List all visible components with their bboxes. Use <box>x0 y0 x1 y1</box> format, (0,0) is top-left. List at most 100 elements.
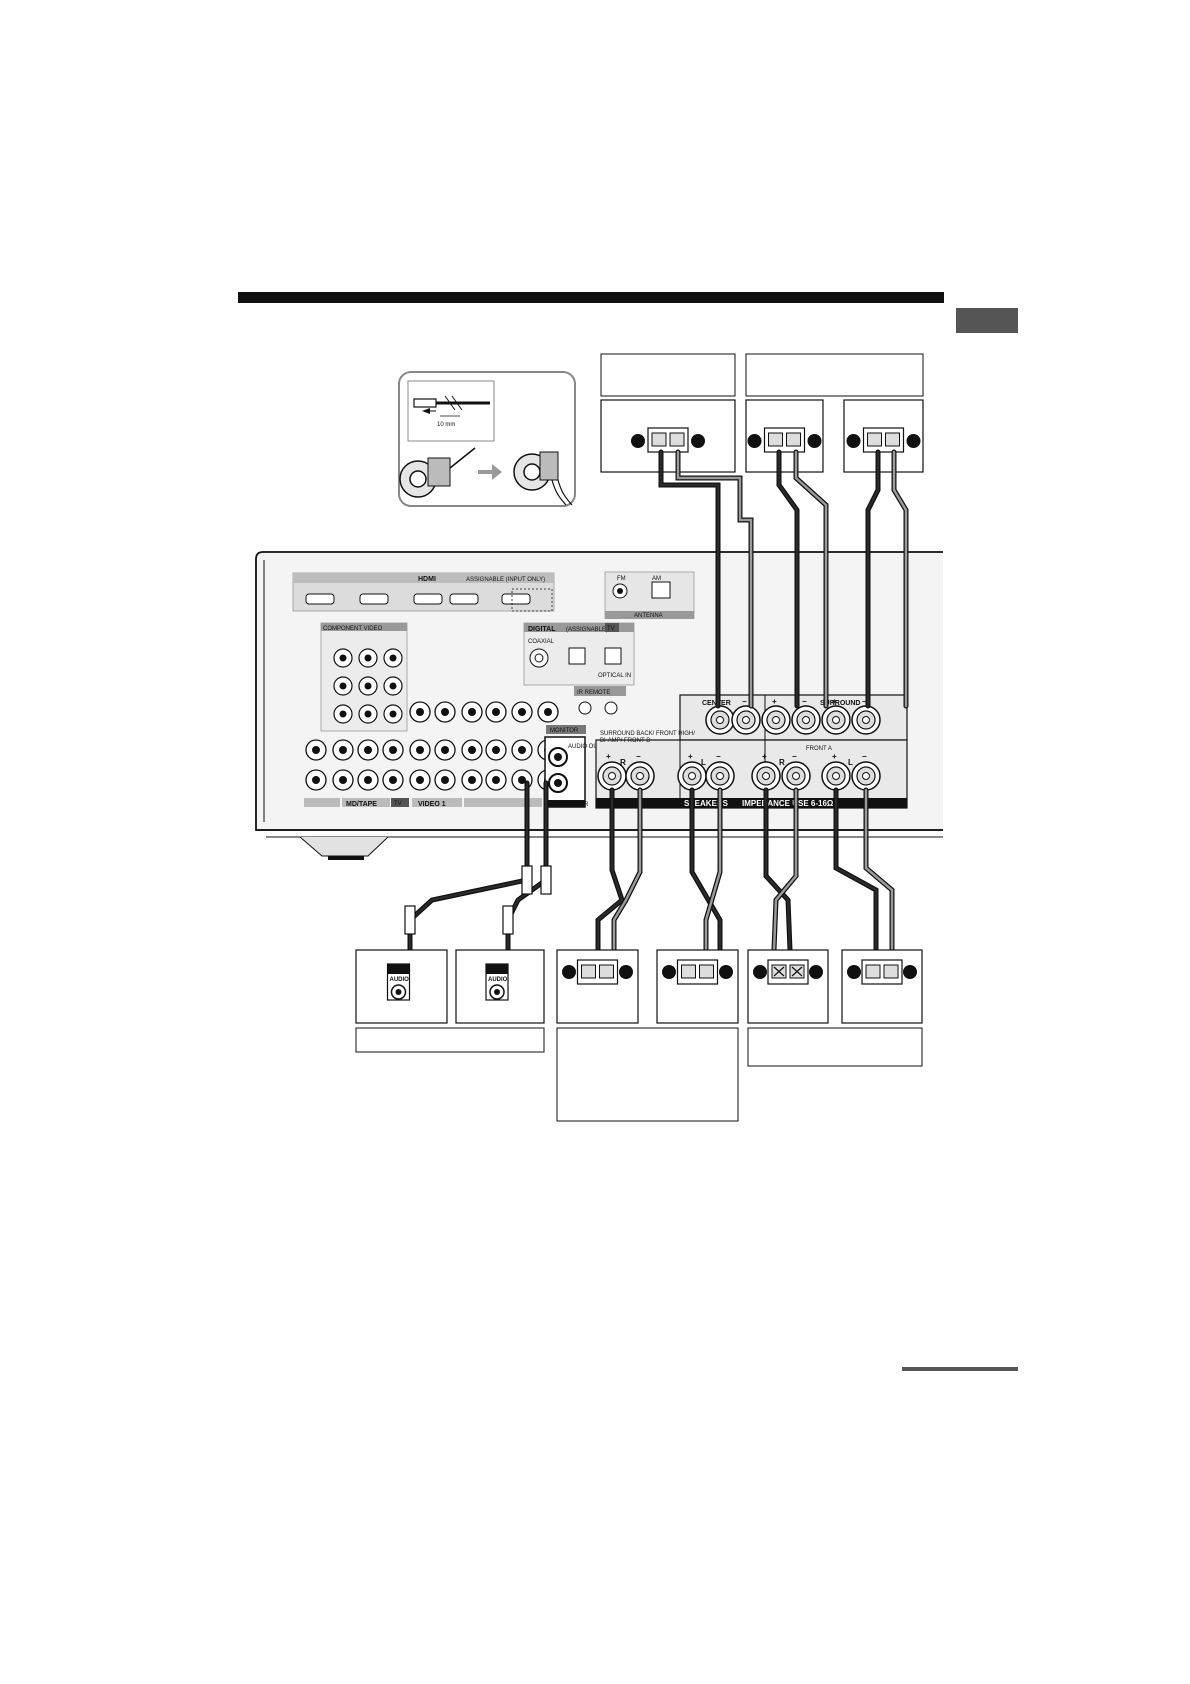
speaker-terminal-hole-3 <box>772 716 780 724</box>
caption-box-top-right <box>745 353 924 397</box>
surround-right-speaker-terminal-right[interactable] <box>786 432 801 447</box>
rca-plug-4 <box>502 905 514 935</box>
subwoofer-2-input-label: INPUT <box>488 968 506 974</box>
subwoofer-1-input-jack-pin <box>395 989 402 995</box>
polarity-sign-10: + <box>762 752 767 761</box>
center-speaker-terminal-right[interactable] <box>669 432 685 447</box>
polarity-sign-7: − <box>636 752 641 761</box>
surround-right-speaker-terminal-left[interactable] <box>768 432 783 447</box>
surround-back-left-speaker-minus-sign: − <box>665 967 671 979</box>
coaxial-label: COAXIAL <box>528 639 555 645</box>
front-right-speaker-minus-icon <box>753 965 767 979</box>
polarity-sign-16: R <box>779 758 785 767</box>
polarity-sign-14: R <box>620 758 626 767</box>
rca-jack-pin-1-1 <box>339 776 347 784</box>
polarity-sign-12: + <box>832 752 837 761</box>
md-tape-label: MD/TAPE <box>346 801 377 808</box>
surround-right-speaker-minus-icon <box>747 434 762 448</box>
component-jack-pin-0-0 <box>339 654 347 662</box>
speakers-label: SPEAKERS <box>684 799 729 808</box>
front-left-speaker: −+ <box>841 949 923 1024</box>
rca-jack-pin-5-0 <box>441 746 449 754</box>
polarity-sign-15: L <box>701 758 706 767</box>
hdmi-port-1[interactable] <box>305 593 335 605</box>
component-video-jacks <box>333 648 403 724</box>
subwoofer-1-audio-label: AUDIO <box>390 977 410 983</box>
component-jack-pin-2-1 <box>389 682 397 690</box>
video-jack-pin-2 <box>468 708 476 716</box>
video-jack-pin-5 <box>544 708 552 716</box>
front-left-speaker-minus-sign: − <box>850 967 856 979</box>
speaker-terminal-hole-13 <box>832 772 840 780</box>
speaker-terminal-hole-5 <box>832 716 840 724</box>
front-left-speaker-terminal-right[interactable] <box>883 964 899 979</box>
hdmi-port-3[interactable] <box>413 593 443 605</box>
cable-surround-r-minus <box>777 450 799 708</box>
optical-jack-2[interactable] <box>604 647 622 665</box>
surround-back-left-speaker-terminal-left[interactable] <box>681 964 696 979</box>
center-speaker-terminal-left[interactable] <box>651 432 667 447</box>
antenna-label: ANTENNA <box>634 613 663 619</box>
cable-front-l-plus <box>834 788 878 952</box>
surround-left-speaker: −+ <box>843 399 924 473</box>
strip-inset: 10 mm <box>398 371 576 507</box>
subwoofer-label: SUBWOOFER <box>549 802 589 808</box>
caption-box-subwoofer <box>355 1027 545 1053</box>
speaker-terminal-hole-7 <box>608 772 616 780</box>
front-left-speaker-terminal-left[interactable] <box>865 964 881 979</box>
surround-label: SURROUND <box>820 700 860 707</box>
surround-back-left-speaker-terminal-right[interactable] <box>699 964 714 979</box>
receiver-rear-panel: HDMI ASSIGNABLE (INPUT ONLY) ANTENNA FM … <box>255 551 943 860</box>
cable-surround-l-minus <box>866 450 880 708</box>
front-right-speaker-minus-sign: − <box>756 967 762 979</box>
continued-rule <box>902 1367 1018 1371</box>
top-speakers: −+−+−+ <box>600 399 924 473</box>
front-right-speaker-plus-sign: + <box>812 967 818 979</box>
cable-surround-l-plus <box>892 450 908 708</box>
surround-back-left-speaker-plus-icon <box>719 965 733 979</box>
ir-remote-jack-2[interactable] <box>604 701 618 715</box>
rca-jack-pin-4-1 <box>416 776 424 784</box>
component-jack-pin-1-0 <box>364 654 372 662</box>
surround-back-right-speaker-terminal-left[interactable] <box>581 964 596 979</box>
speaker-terminal-hole-6 <box>862 716 870 724</box>
polarity-sign-5: − <box>862 697 867 706</box>
subwoofer-1-input-label: INPUT <box>390 968 408 974</box>
rca-jack-pin-3-0 <box>389 746 397 754</box>
rca-jack-pin-7-1 <box>492 776 500 784</box>
component-jack-pin-0-1 <box>339 682 347 690</box>
front-a-label: FRONT A <box>806 746 832 752</box>
surround-left-speaker-plus-sign: + <box>910 436 916 448</box>
ir-remote-jack-1[interactable] <box>578 701 592 715</box>
rca-plug-3 <box>404 905 416 935</box>
hdmi-port-2[interactable] <box>359 593 389 605</box>
caption-box-top-left <box>600 353 736 397</box>
cable-sb-l-minus <box>704 788 722 952</box>
surround-left-speaker-terminal-right[interactable] <box>885 432 900 447</box>
speaker-terminal-hole-8 <box>636 772 644 780</box>
surround-left-speaker-terminal-left[interactable] <box>867 432 882 447</box>
coaxial-jack[interactable] <box>529 648 549 668</box>
bi-amp-label: BI-AMP/ FRONT B <box>600 738 650 744</box>
hdmi-port-5[interactable] <box>501 593 531 605</box>
subwoofer-2-box <box>455 949 545 1024</box>
surround-back-right-speaker-minus-icon <box>562 965 576 979</box>
header-rule <box>238 292 944 303</box>
cable-sb-l-plus <box>690 788 722 952</box>
hdmi-port-4[interactable] <box>449 593 479 605</box>
rca-jack-pin-7-0 <box>492 746 500 754</box>
surround-back-right-speaker-terminal-right[interactable] <box>599 964 614 979</box>
cable-center-plus <box>676 450 753 708</box>
component-jack-pin-1-2 <box>364 710 372 718</box>
am-antenna-terminal[interactable] <box>651 581 671 599</box>
rca-jack-pin-6-1 <box>468 776 476 784</box>
subwoofer-2-input-bar <box>486 964 508 974</box>
rca-jack-pin-6-0 <box>468 746 476 754</box>
surround-right-speaker-minus-sign: − <box>751 436 757 448</box>
surround-left-speaker-minus-sign: − <box>850 436 856 448</box>
cable-front-r-plus <box>764 788 792 952</box>
optical-jack-1[interactable] <box>568 647 586 665</box>
surround-back-left-speaker: −+ <box>656 949 739 1024</box>
